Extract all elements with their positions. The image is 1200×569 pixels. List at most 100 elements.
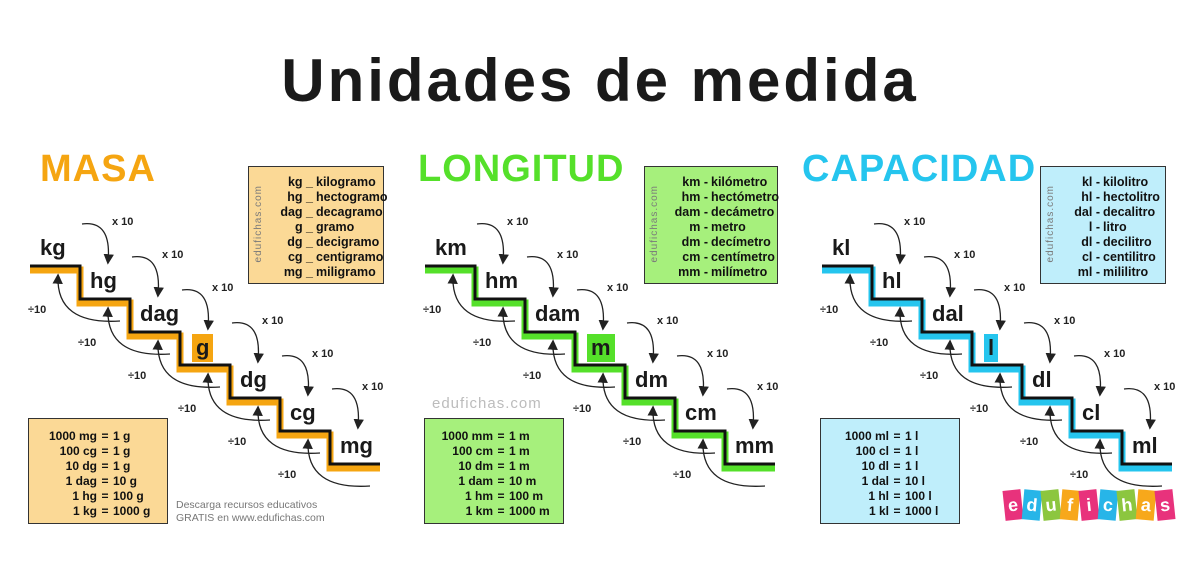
equivalence-right: 1000 g [113,504,151,518]
equivalence-right: 100 g [113,489,144,503]
divide-arrow [497,306,566,355]
stairs-color-capacidad [822,266,1172,472]
logo-letter: h [1116,489,1138,521]
section-title-capacidad: CAPACIDAD [802,148,1037,190]
equivalence-row: 100 cl=1 l [827,444,919,458]
multiply-label: x 10 [362,381,384,393]
unit-kg: kg [40,235,66,260]
equals-sign: = [497,504,505,518]
equals-sign: = [893,429,901,443]
multiply-arrow [331,388,364,430]
equivalence-right: 1 m [509,429,530,443]
abbreviation-symbol: l - [1088,220,1100,234]
equivalence-right: 10 l [905,474,926,488]
abbreviation-row: l -litro [1041,220,1165,234]
multiply-arrow [476,223,509,265]
multiply-arrow [131,256,164,298]
multiply-arrow [1023,322,1056,364]
equivalence-right: 1 m [509,444,530,458]
equivalence-row: 1 kl=1000 l [827,504,938,518]
equivalence-left: 1000 mg [48,429,97,443]
equals-sign: = [497,444,505,458]
stairs-color-longitud [425,266,775,472]
equivalence-right: 100 l [905,489,932,503]
abbreviation-name: centigramo [316,250,384,264]
multiply-arrow [626,322,659,364]
divide-label: ÷10 [423,304,442,316]
unit-dl: dl [1032,367,1052,392]
abbreviation-row: hl -hectolitro [1041,190,1165,204]
equivalence-right: 1 l [905,459,919,473]
abbreviation-row: hg _hectogramo [249,190,387,204]
divide-label: ÷10 [623,436,642,448]
equivalence-right: 100 m [509,489,544,503]
logo-letter: a [1135,489,1157,521]
unit-hg: hg [90,268,117,293]
unit-ml: ml [1132,433,1158,458]
logo-letter: s [1154,489,1176,521]
divide-label: ÷10 [870,337,889,349]
abbreviation-symbol: hm - [681,190,708,204]
equals-sign: = [893,459,901,473]
equals-sign: = [893,474,901,488]
abbreviation-symbol: ml - [1077,265,1100,279]
stairs-outline-masa [30,264,380,466]
abbreviation-row: km -kilómetro [645,175,777,189]
equivalence-left: 100 cl [855,444,889,458]
equivalence-left: 1000 ml [844,429,889,443]
equivalence-left: 1 hm [464,489,493,503]
divide-label: ÷10 [228,436,247,448]
abbreviation-symbol: dag _ [280,205,313,219]
abbreviation-row: dal -decalitro [1041,205,1165,219]
abbreviation-symbol: dam - [674,205,708,219]
unit-m: m [587,334,615,362]
multiply-label: x 10 [162,249,184,261]
equivalence-left: 10 dm [458,459,493,473]
multiply-label: x 10 [657,315,679,327]
abbreviation-symbol: cg _ [287,250,313,264]
abbreviation-row: kg _kilogramo [249,175,383,189]
equals-sign: = [101,429,109,443]
divide-arrow [894,306,963,355]
multiply-label: x 10 [1054,315,1076,327]
equivalence-row: 1 dag=10 g [35,474,137,488]
equivalence-left: 1 kg [72,504,97,518]
multiply-label: x 10 [262,315,284,327]
divide-arrow [52,273,121,322]
logo-letter: d [1021,489,1043,521]
abbreviation-symbol: dal - [1074,205,1100,219]
equivalence-right: 1 l [905,429,919,443]
footer-line-1: Descarga recursos educativos [176,499,318,511]
divide-arrow [1044,405,1113,454]
abbreviation-name: hectómetro [711,190,780,204]
equivalence-row: 1 hm=100 m [431,489,543,503]
unit-cl: cl [1082,400,1101,425]
logo-letter: f [1059,489,1081,521]
abbreviation-name: decímetro [711,235,771,249]
section-title-longitud: LONGITUD [418,148,625,190]
equivalence-right: 10 g [113,474,138,488]
equivalence-right: 1 l [905,444,919,458]
abbreviation-row: g _gramo [249,220,383,234]
equivalence-row: 1000 mm=1 m [431,429,530,443]
equals-sign: = [497,459,505,473]
unit-l: l [984,334,999,362]
multiply-arrow [923,256,956,298]
multiply-label: x 10 [1004,282,1026,294]
equivalence-row: 100 cm = 1 m [431,444,530,458]
abbreviation-symbol: hg _ [287,190,313,204]
divide-label: ÷10 [178,403,197,415]
abbreviation-name: hectolitro [1103,190,1160,204]
abbreviation-row: dg _decigramo [249,235,383,249]
divide-arrow [102,306,171,355]
abbreviation-symbol: km - [682,175,708,189]
abbreviation-row: mm -milímetro [645,265,777,279]
equivalence-left: 1 km [465,504,493,518]
equivalence-right: 1 m [509,459,530,473]
equivalence-left: 100 cm [452,444,493,458]
abbreviation-name: gramo [316,220,355,234]
